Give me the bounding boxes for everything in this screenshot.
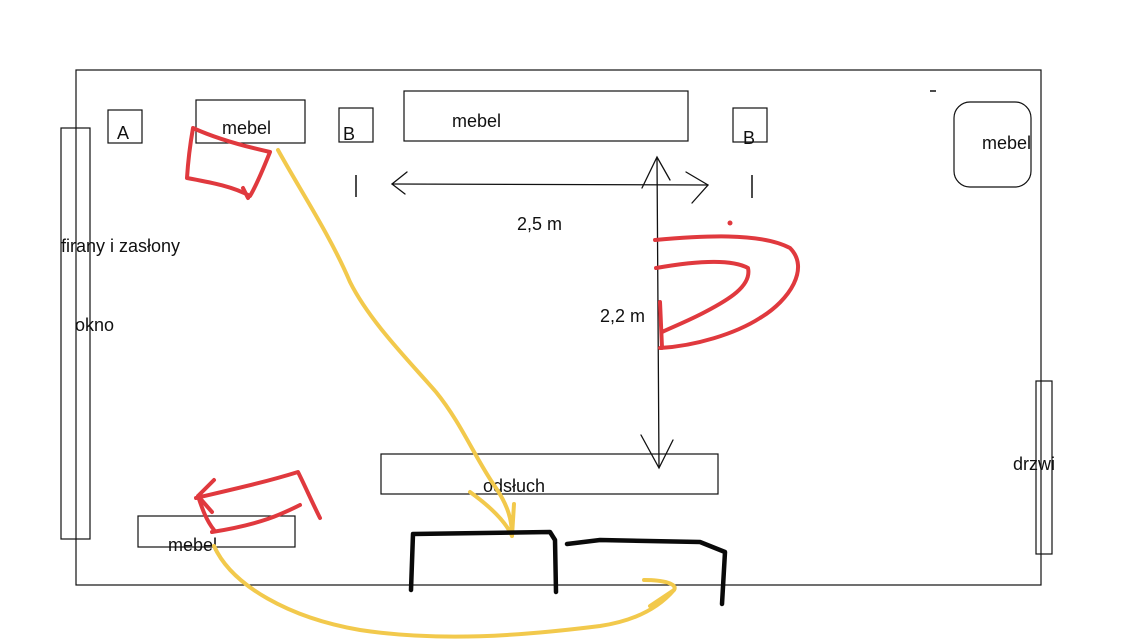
furniture-top-center-label: mebel: [452, 111, 501, 131]
door-strip: [1035, 380, 1053, 555]
furniture-bottom-left-label: mebel: [168, 535, 217, 555]
black-shape-left: [408, 529, 559, 595]
red-marker-dot: [727, 220, 733, 226]
furniture-top-center: [403, 90, 689, 142]
speaker-b-left-label: B: [343, 124, 355, 144]
speaker-b-right-box: [732, 107, 768, 143]
listening-position-box: [380, 453, 719, 495]
speaker-b-left-box: [338, 107, 374, 143]
room-outline: [75, 69, 1042, 586]
red-marker-d-shape: [653, 234, 801, 350]
speaker-a-box: [107, 109, 143, 144]
window-strip: [60, 127, 91, 540]
door-label: drzwi: [1013, 454, 1055, 474]
width-dimension-label: 2,5 m: [517, 214, 562, 234]
furniture-top-right-label: mebel: [982, 133, 1031, 153]
furniture-top-left: [195, 99, 306, 144]
red-marker-top-left: [185, 126, 272, 200]
yellow-path-bottom-loop: [212, 544, 677, 639]
red-marker-bottom-left-arrow: [194, 470, 322, 534]
width-dimension-arrow: [390, 171, 710, 204]
speaker-a-label: A: [117, 123, 129, 143]
window-curtains-label: firany i zasłony: [61, 236, 180, 256]
furniture-top-left-label: mebel: [222, 118, 271, 138]
speaker-b-right-label: B: [743, 128, 755, 148]
depth-dimension-arrow: [640, 155, 674, 470]
black-shape-right: [564, 537, 728, 607]
window-label: okno: [75, 315, 114, 335]
yellow-path-to-listening: [276, 148, 516, 538]
furniture-top-right: [953, 101, 1032, 188]
depth-dimension-label: 2,2 m: [600, 306, 645, 326]
